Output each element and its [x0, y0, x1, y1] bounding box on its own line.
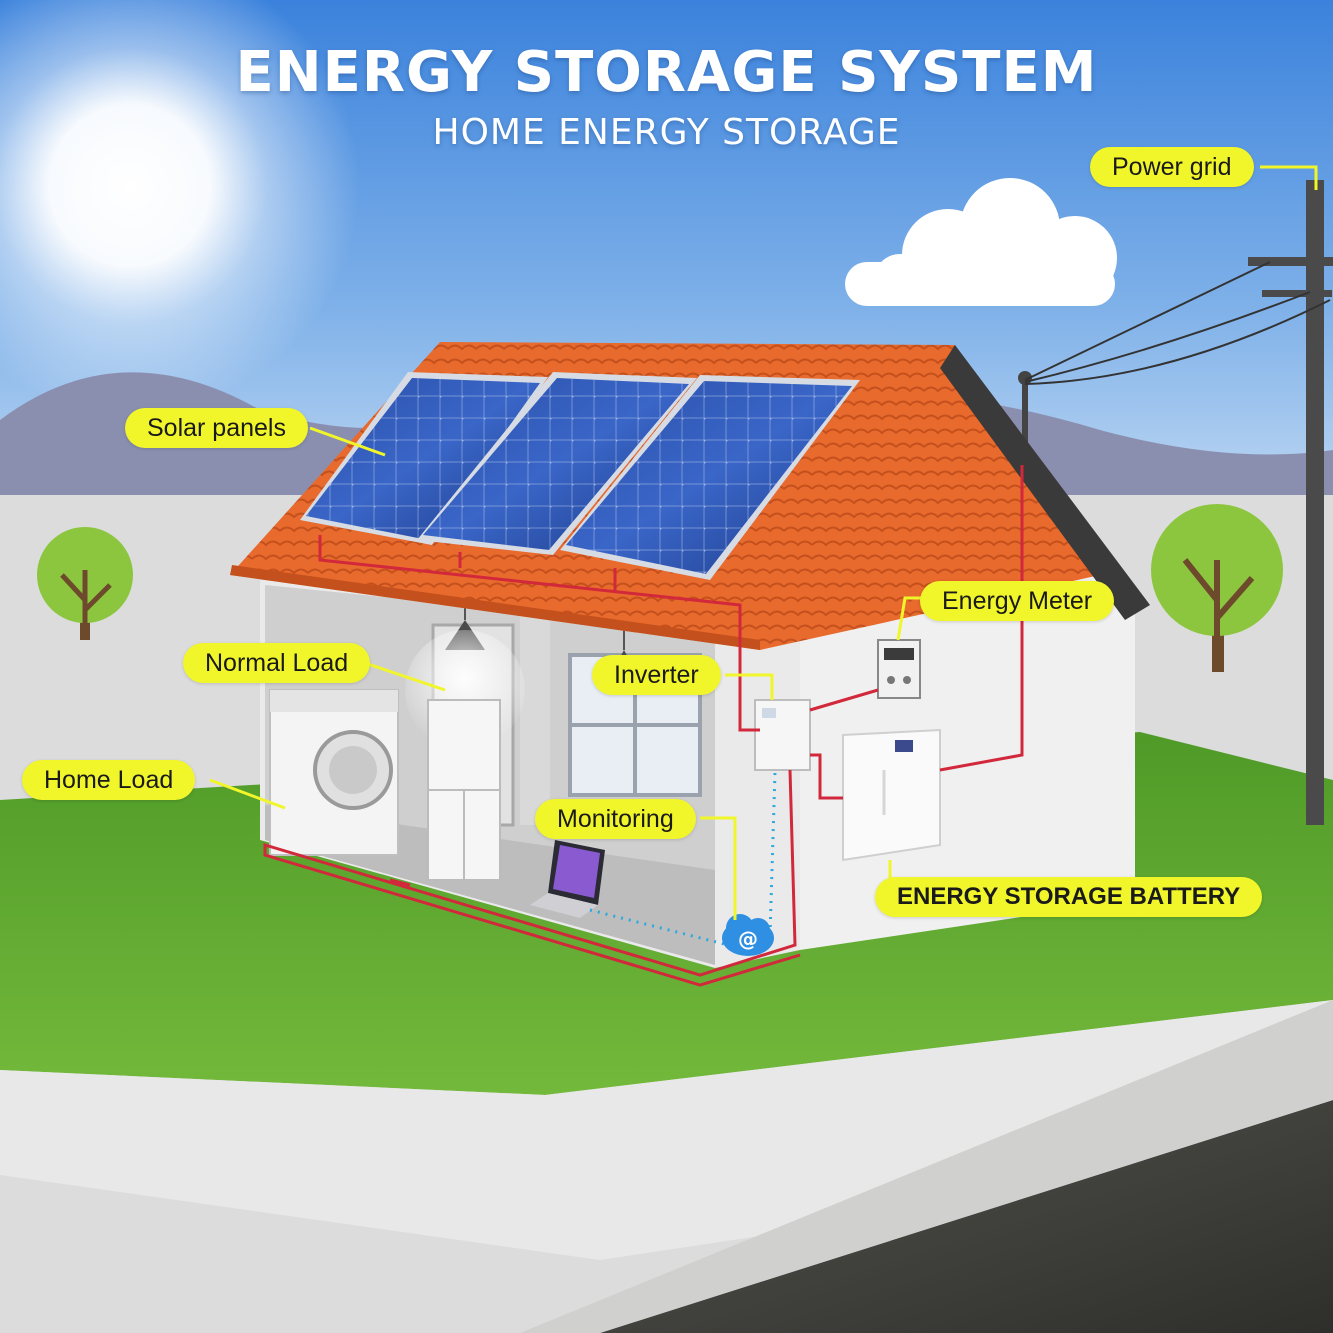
- page-title: ENERGY STORAGE SYSTEM: [235, 40, 1098, 105]
- roof-edge: [940, 345, 1150, 620]
- page-subtitle: HOME ENERGY STORAGE: [432, 112, 901, 153]
- solar-panel-icon: [300, 372, 548, 545]
- curb: [520, 1000, 1333, 1333]
- callout-solar-panels: Solar panels: [125, 408, 308, 448]
- power-pole: [1018, 180, 1333, 825]
- inverter-icon: [754, 699, 811, 771]
- data-link: [589, 771, 777, 947]
- tree-right-icon: [1151, 504, 1283, 672]
- solar-panel-icon: [560, 375, 860, 580]
- roof-fascia: [230, 565, 760, 650]
- callout-energy-storage-battery: ENERGY STORAGE BATTERY: [875, 877, 1263, 917]
- tree-left-icon: [37, 527, 133, 640]
- callout-power-grid: Power grid: [1090, 147, 1254, 187]
- cloud-icon: [845, 178, 1117, 306]
- callout-energy-meter: Energy Meter: [920, 581, 1115, 621]
- storage-battery-icon: [842, 728, 941, 862]
- callout-leaders: [209, 165, 1318, 920]
- callout-normal-load: Normal Load: [183, 643, 371, 683]
- washing-machine-icon: [269, 689, 399, 856]
- callout-inverter: Inverter: [592, 655, 721, 695]
- callout-monitoring: Monitoring: [535, 799, 696, 839]
- sun-icon: [0, 0, 360, 415]
- callout-home-load: Home Load: [22, 760, 196, 800]
- power-wiring: [263, 465, 1024, 987]
- cloud-monitoring-icon: @: [722, 914, 774, 956]
- refrigerator-icon: [427, 699, 501, 881]
- solar-panel-icon: [417, 372, 697, 555]
- interior-column: [520, 615, 550, 825]
- laptop-icon: [530, 840, 605, 918]
- cloud-monitoring-symbol: @: [738, 927, 758, 951]
- energy-meter-icon: [877, 639, 921, 699]
- solar-panel-array: [300, 372, 860, 580]
